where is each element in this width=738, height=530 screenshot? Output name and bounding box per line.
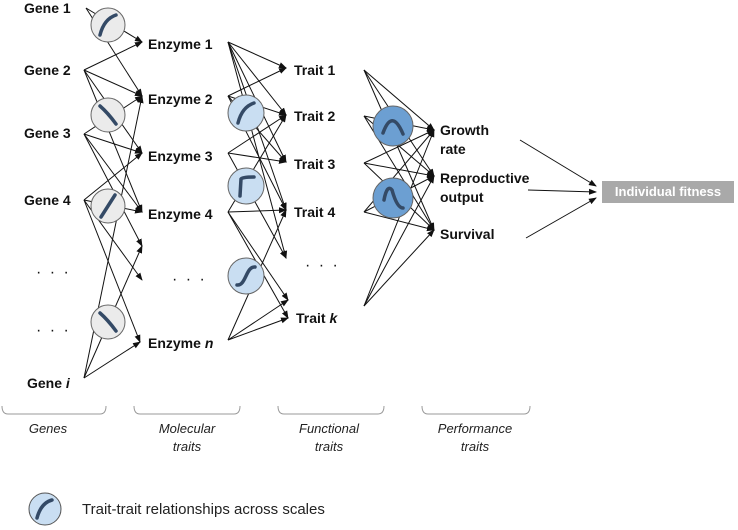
trait-label-2: Trait 2 [294,108,336,124]
functional-bracket [277,405,385,415]
enzyme-relationship-circle-3 [227,257,265,295]
legend-circle-icon [28,492,62,526]
enzyme-label-2: Enzyme 2 [148,91,213,107]
enzyme-label-4: Enzyme 4 [148,206,213,222]
trait-performance-arrow [363,162,435,178]
repro-fitness-arrow [527,188,597,195]
enzyme-relationship-circle-2 [227,167,265,205]
gene-relationship-circle-3 [90,188,126,224]
gene-enzyme-arrow [83,133,143,213]
individual-fitness-box: Individual fitness [602,181,734,203]
trait-performance-arrow [363,69,435,131]
gene-enzyme-arrow [83,341,141,379]
gene-ellipsis-2: · · · [36,322,71,339]
enzyme-label-n: Enzyme n [148,335,214,351]
trait-ellipsis: · · · [305,257,340,274]
legend-text: Trait-trait relationships across scales [82,501,325,518]
trait-label-1: Trait 1 [294,62,336,78]
enzyme-trait-arrow [227,152,287,259]
trait-performance-arrow [363,69,435,231]
gene-label-2: Gene 2 [24,62,71,78]
gene-relationship-circle-4 [90,304,126,340]
trait-performance-arrow [363,229,435,307]
trait-performance-arrow [363,175,435,307]
survival-label: Survival [440,226,495,242]
enzyme-trait-arrow [227,114,287,154]
survival-fitness-arrow [525,197,597,239]
enzyme-trait-arrow [227,41,288,259]
enzyme-trait-arrow [227,41,287,116]
enzyme-label-1: Enzyme 1 [148,36,213,52]
trait-performance-arrow [363,211,435,232]
gene-relationship-circle-2 [90,97,126,133]
enzyme-trait-arrow [227,299,289,341]
enzyme-trait-arrow [227,152,287,164]
gene-enzyme-arrow [83,41,143,71]
trait-label-3: Trait 3 [294,156,336,172]
gene-enzyme-arrow [83,152,143,201]
enzyme-trait-arrow [227,207,287,214]
category-genes: Genes [28,421,68,436]
gene-label-4: Gene 4 [24,192,71,208]
trait-performance-arrow [363,129,435,164]
enzyme-trait-arrow [227,317,289,341]
genes-bracket [1,405,107,415]
gene-relationship-circle-1 [90,7,126,43]
performance-relationship-circle-2 [372,177,414,219]
enzyme-label-3: Enzyme 3 [148,148,213,164]
gene-label-1: Gene 1 [24,0,71,16]
molecular-bracket [133,405,241,415]
performance-relationship-circle-1 [372,105,414,147]
gene-label-i: Gene i [27,375,70,391]
enzyme-ellipsis: · · · [172,271,207,288]
gene-label-3: Gene 3 [24,125,71,141]
trait-label-k: Trait k [296,310,338,326]
enzyme-trait-arrow [227,41,287,69]
enzyme-trait-arrow [227,67,287,97]
gene-enzyme-arrow [83,69,143,213]
relationship-circles [90,7,414,340]
trait-label-4: Trait 4 [294,204,336,220]
gene-ellipsis-1: · · · [36,264,71,281]
gene-enzyme-arrow [83,133,143,154]
growth-fitness-arrow [519,139,597,187]
scale-brackets [1,405,531,415]
gene-enzyme-arrow [83,199,141,343]
enzyme-relationship-circle-1 [227,94,265,132]
enzyme-trait-arrow [227,211,289,301]
performance-bracket [421,405,531,415]
trait-performance-arrow [363,129,435,307]
gene-enzyme-arrow [83,69,143,97]
